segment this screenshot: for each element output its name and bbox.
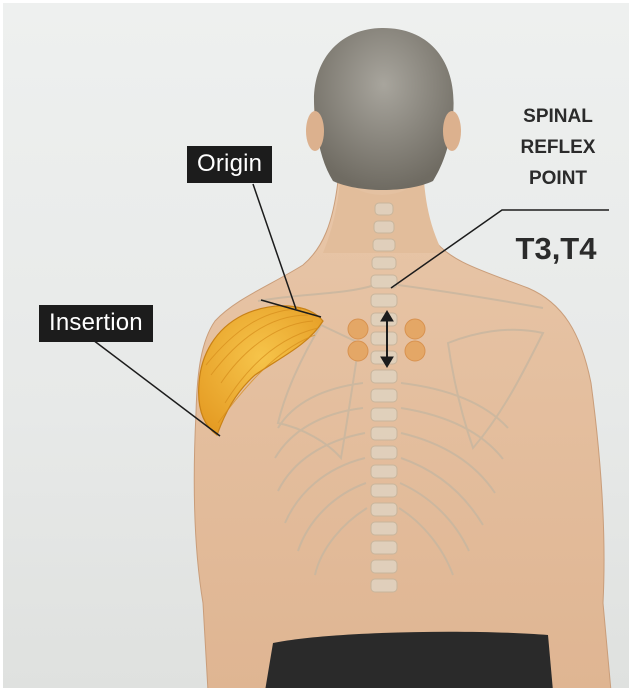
reflex-point-upper-right (405, 319, 425, 339)
reflex-point-lower-right (405, 341, 425, 361)
spine (371, 203, 397, 592)
reflex-point-lower-left (348, 341, 368, 361)
origin-label: Origin (187, 146, 272, 183)
spinal-reflex-point-title-line1: SPINAL (513, 106, 603, 128)
reflex-point-upper-left (348, 319, 368, 339)
insertion-label: Insertion (39, 305, 153, 342)
shorts (265, 632, 553, 688)
right-ear (443, 111, 461, 151)
spinal-segments-label: T3,T4 (506, 231, 606, 267)
hair (314, 28, 454, 190)
spinal-reflex-point-title-line3: POINT (513, 168, 603, 190)
spinal-reflex-point-title-line2: REFLEX (513, 137, 603, 159)
left-ear (306, 111, 324, 151)
